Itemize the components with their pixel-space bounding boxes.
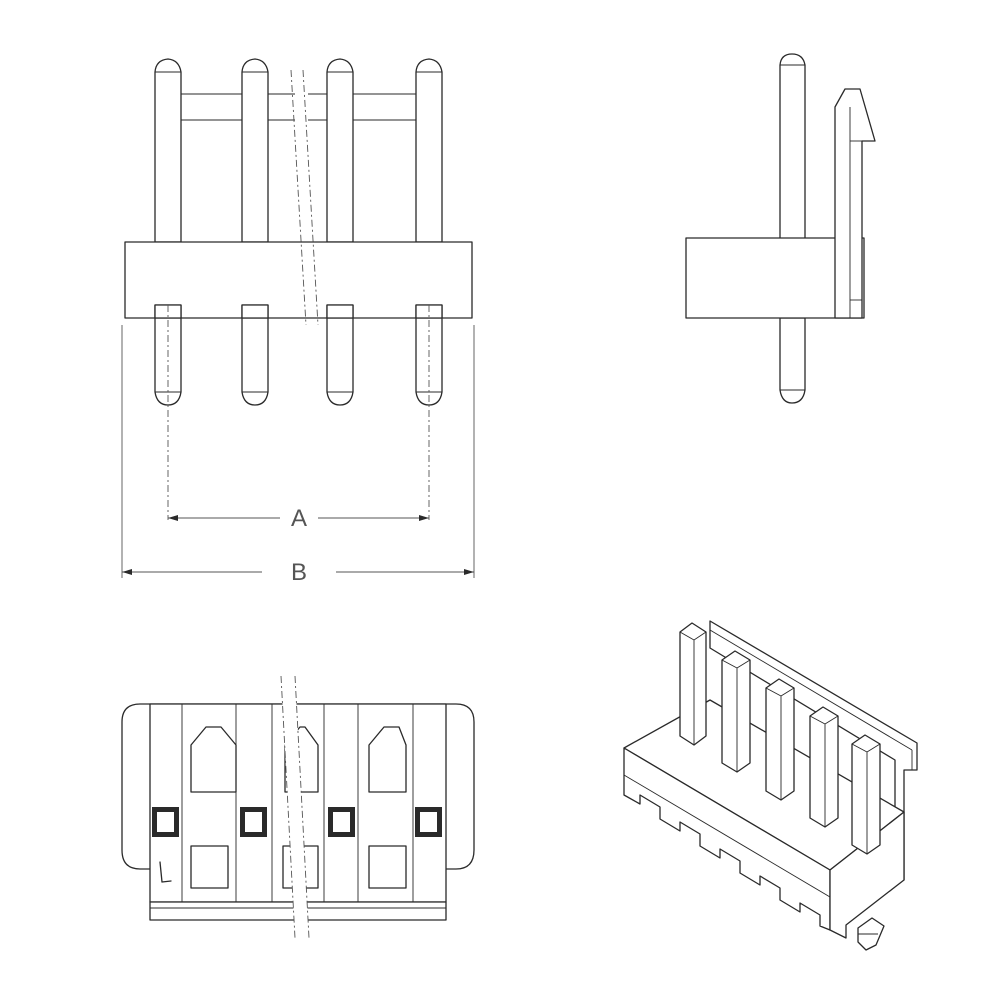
lower-pins — [154, 304, 443, 406]
dimension-a-label: A — [291, 505, 307, 532]
isometric-view — [623, 620, 918, 951]
pin-squares — [152, 807, 442, 837]
dimension-b: B — [122, 559, 474, 586]
side-view — [685, 53, 876, 404]
front-view: A B — [121, 58, 475, 586]
dimension-a: A — [168, 505, 429, 532]
bottom-view — [121, 675, 475, 939]
dimension-b-label: B — [291, 559, 307, 586]
upper-pins — [154, 58, 443, 243]
iso-pins — [679, 622, 881, 855]
